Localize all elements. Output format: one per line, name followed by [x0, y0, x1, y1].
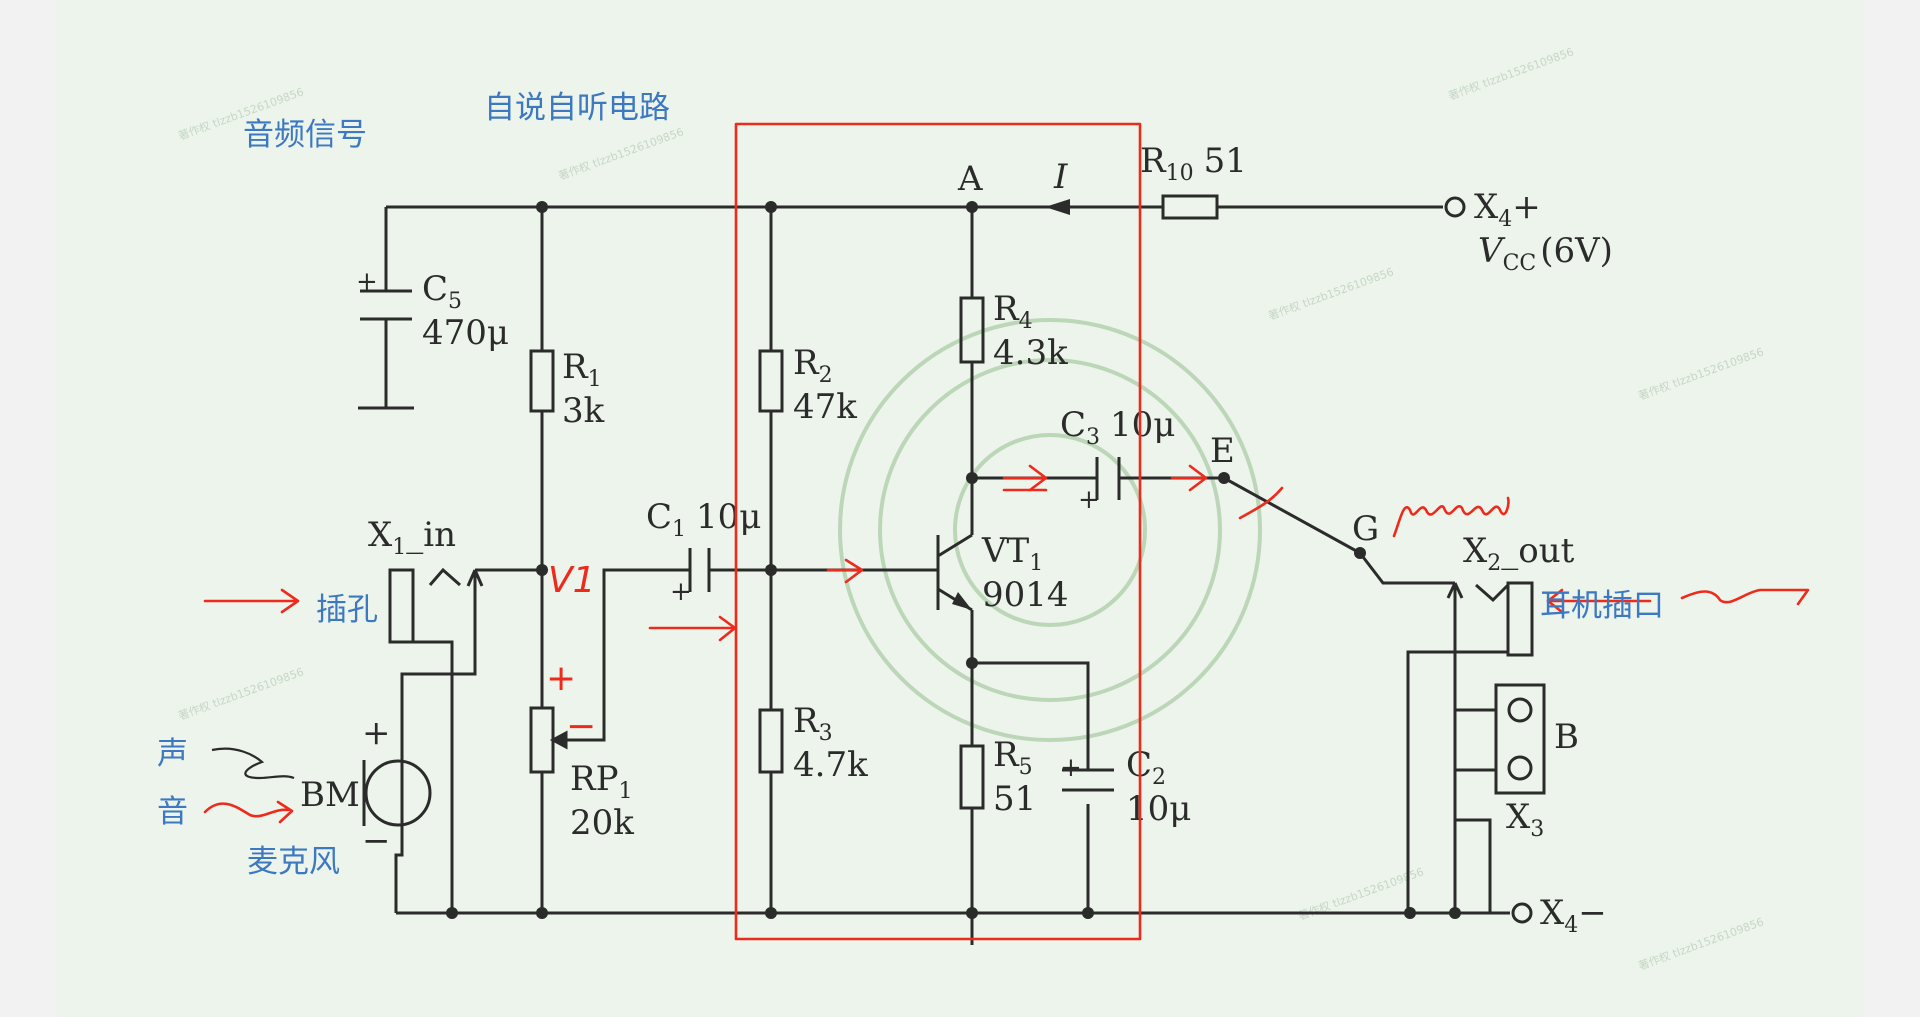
watermark-seal	[838, 318, 1262, 742]
resistor-r5	[959, 744, 985, 810]
wires	[358, 205, 1510, 945]
label-x4-plus: X4+	[1474, 187, 1541, 232]
label-x3: X3	[1506, 797, 1544, 842]
note-earphone-jack: 耳机插口	[1540, 588, 1664, 624]
svg-text:著作权 tlzzb1526109856: 著作权 tlzzb1526109856	[176, 664, 305, 722]
highlight-box	[734, 122, 1142, 941]
handwritten-v1: V1	[548, 560, 596, 601]
red-arrows	[203, 464, 1810, 824]
node-g: G	[1352, 509, 1379, 549]
node-b: B	[1554, 717, 1579, 757]
c2-plus: +	[1060, 753, 1082, 783]
svg-text:著作权 tlzzb1526109856: 著作权 tlzzb1526109856	[1266, 264, 1395, 322]
capacitor-c1	[688, 548, 711, 592]
resistor-r10	[1161, 194, 1219, 220]
jack-x1-sleeve	[388, 568, 415, 644]
note-self-listen-circuit: 自说自听电路	[484, 90, 670, 126]
handwritten-minus: −	[566, 706, 596, 747]
mic-plus: +	[362, 713, 391, 753]
node-a: A	[957, 159, 983, 199]
label-x2: X2_out	[1463, 531, 1575, 576]
c5-plus: +	[356, 267, 378, 297]
note-microphone: 麦克风	[247, 844, 340, 880]
note-sound-1: 声	[157, 736, 188, 772]
note-sound-2: 音	[157, 794, 188, 830]
resistor-r3	[758, 708, 784, 774]
black-handwriting	[211, 747, 295, 780]
microphone-bm	[362, 759, 432, 827]
svg-text:著作权 tlzzb1526109856: 著作权 tlzzb1526109856	[1636, 914, 1765, 972]
current-arrow	[1045, 199, 1070, 215]
svg-text:著作权 tlzzb1526109856: 著作权 tlzzb1526109856	[1636, 344, 1765, 402]
header-x3	[1494, 683, 1546, 795]
potentiometer-rp1	[529, 706, 568, 774]
label-x4-minus: X4−	[1540, 893, 1607, 938]
svg-text:著作权 tlzzb1526109856: 著作权 tlzzb1526109856	[1446, 44, 1575, 102]
mic-minus: −	[362, 821, 391, 861]
note-audio-signal: 音频信号	[243, 117, 367, 153]
note-jack: 插孔	[316, 592, 378, 628]
handwritten-plus: +	[546, 658, 576, 699]
capacitor-c2	[1062, 768, 1114, 792]
label-vcc: VCC(6V)	[1478, 231, 1613, 276]
label-x1: X1_in	[368, 515, 456, 560]
c3-plus: +	[1078, 485, 1100, 515]
current-i-label: I	[1053, 157, 1068, 197]
jack-x2-sleeve	[1506, 581, 1534, 657]
diagram-panel	[56, 0, 1864, 1017]
svg-text:著作权 tlzzb1526109856: 著作权 tlzzb1526109856	[556, 124, 685, 182]
resistor-r2	[758, 349, 784, 413]
c1-plus: +	[670, 577, 692, 607]
junction-dots	[446, 201, 1461, 919]
capacitor-c3	[1095, 457, 1121, 500]
capacitor-c5	[360, 289, 412, 321]
terminals	[1444, 196, 1533, 924]
resistor-r1	[529, 349, 555, 413]
resistor-r4	[959, 296, 985, 364]
transistor-vt1	[936, 533, 973, 612]
label-bm: BM	[300, 775, 360, 815]
node-e: E	[1210, 431, 1235, 471]
